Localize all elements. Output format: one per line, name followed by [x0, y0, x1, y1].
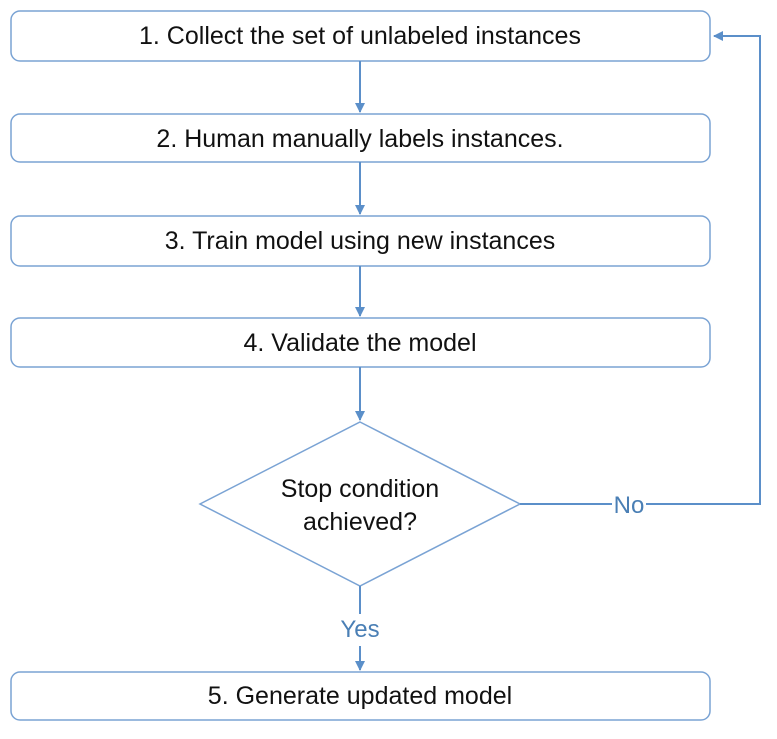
- step-3-label: 3. Train model using new instances: [165, 227, 556, 255]
- step-3-box: 3. Train model using new instances: [10, 215, 711, 267]
- step-5-box: 5. Generate updated model: [10, 671, 711, 721]
- step-2-box: 2. Human manually labels instances.: [10, 113, 711, 163]
- step-4-box: 4. Validate the model: [10, 317, 711, 368]
- step-1-label: 1. Collect the set of unlabeled instance…: [139, 22, 581, 50]
- decision-diamond: Stop condition achieved?: [198, 421, 522, 587]
- step-1-box: 1. Collect the set of unlabeled instance…: [10, 10, 711, 62]
- no-edge-label: No: [614, 492, 645, 519]
- no-branch-loop-connector: [646, 31, 761, 505]
- decision-label-line2: achieved?: [303, 508, 417, 536]
- decision-label-line1: Stop condition: [281, 475, 439, 503]
- step-5-label: 5. Generate updated model: [208, 682, 512, 710]
- step-2-label: 2. Human manually labels instances.: [156, 125, 563, 153]
- step-4-label: 4. Validate the model: [243, 329, 476, 357]
- yes-edge-label: Yes: [340, 616, 379, 643]
